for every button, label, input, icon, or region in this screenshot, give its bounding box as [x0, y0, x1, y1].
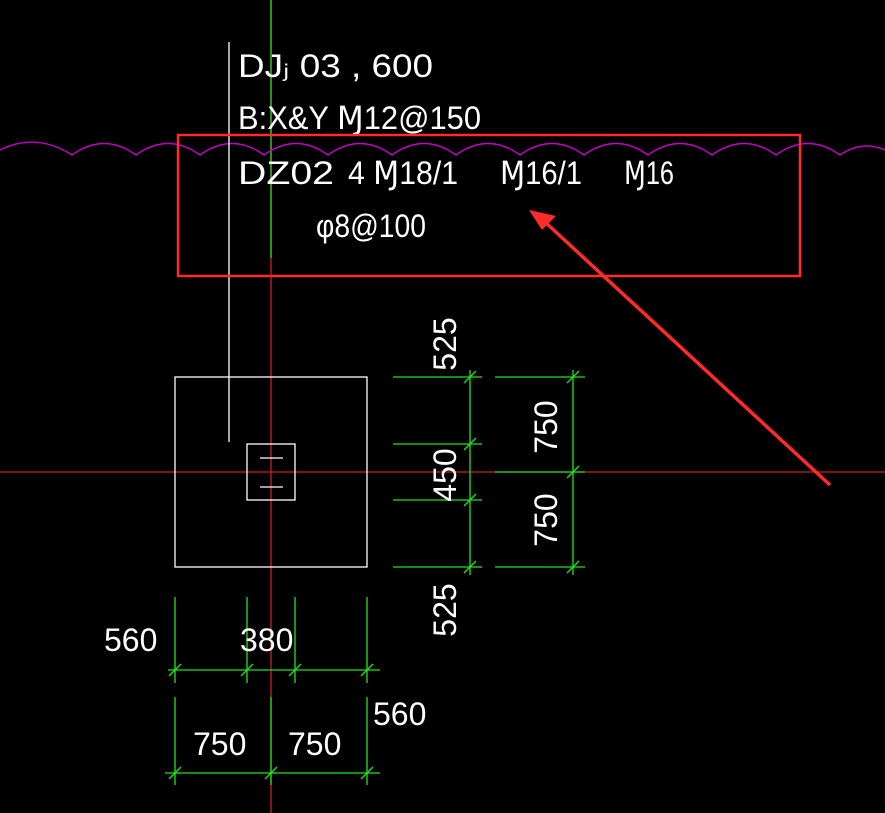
dim-horizontal-bottom-1: 750: [193, 726, 246, 762]
horizontal-dimension-top: [168, 597, 380, 683]
vertical-dimension-outer: [393, 370, 482, 575]
dim-vertical-outer-2: 450: [427, 448, 463, 501]
column-section-icon: [246, 443, 296, 501]
horizontal-dimension-bottom: [165, 697, 380, 785]
dim-horizontal-bottom-2: 750: [288, 726, 341, 762]
dim-vertical-inner-1: 750: [528, 400, 564, 453]
annotation-line1: DJⱼ 03 , 600: [238, 48, 433, 84]
annotation-line3-bars2: Ɱ16/1: [500, 155, 582, 191]
dim-vertical-outer-1: 525: [427, 317, 463, 370]
dim-horizontal-top-mid: 380: [240, 622, 293, 658]
dim-horizontal-top-right: 560: [373, 696, 426, 732]
dim-vertical-outer-3: 525: [427, 583, 463, 636]
revision-cloud-icon: [0, 141, 885, 156]
dim-vertical-inner-2: 750: [528, 493, 564, 546]
annotation-line3-bars1: 4 Ɱ18/1: [348, 155, 458, 191]
red-callout-arrow-icon: [529, 210, 832, 487]
annotation-line4: φ8@100: [316, 208, 426, 244]
annotation-line2: B:X&Y Ɱ12@150: [238, 100, 481, 136]
annotation-line3-bars3: Ɱ16: [624, 155, 674, 191]
footing-outline: [174, 376, 368, 568]
highlight-box: [176, 133, 802, 278]
vertical-dimension-inner: [495, 370, 585, 575]
annotation-line3-code: DZ02: [238, 155, 334, 191]
dim-horizontal-top-left: 560: [104, 622, 157, 658]
